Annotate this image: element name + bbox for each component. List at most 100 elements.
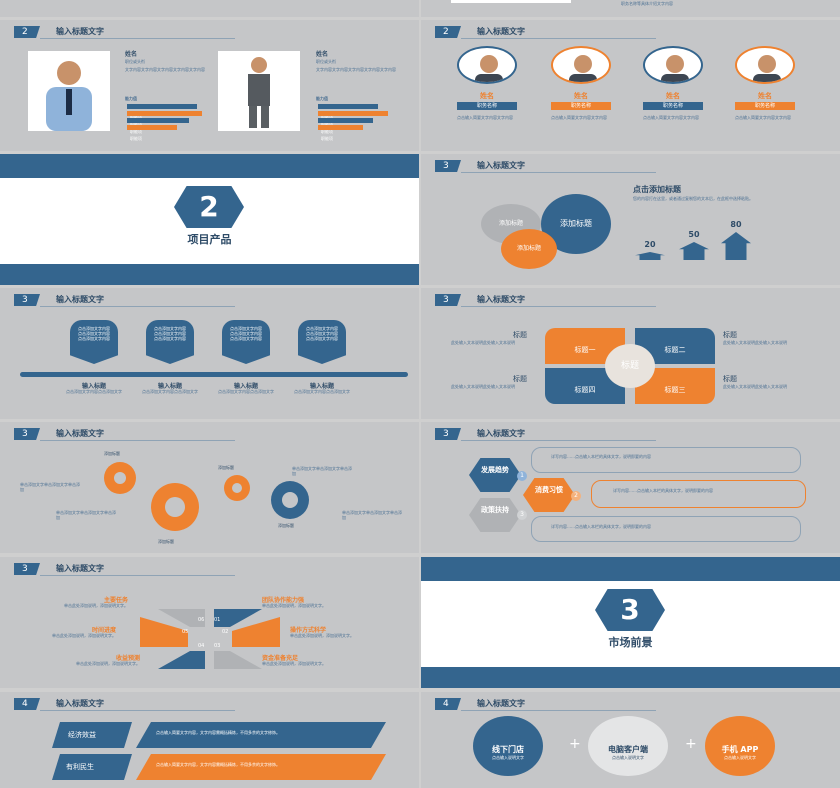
slide-title: 输入标题文字	[56, 27, 104, 36]
factor-title: 主要任务	[103, 597, 128, 604]
tag-title: 输入标题	[309, 383, 334, 390]
factor-text: 单击此处添加说明，添加说明文字。	[76, 661, 140, 666]
skills-label-1: 能力值	[125, 96, 137, 101]
skill-bar: 职能项	[318, 111, 388, 127]
timeline-bar	[20, 372, 408, 377]
gear-side-text-2: 单击添加文字单击添加文字单击添加	[56, 510, 116, 520]
skill-bar: 职能项	[318, 125, 363, 141]
channel-offline: 线下门店点击输入说明文字	[473, 716, 543, 776]
slide-number: 3	[14, 563, 40, 575]
member-desc: 点击输入简要文字内容文字内容	[457, 115, 513, 120]
slide-partial-left[interactable]	[0, 0, 419, 17]
hex-consumption: 消费习惯	[523, 478, 575, 512]
tag-card: 点击添加文字内容点击添加文字内容点击添加文字内容	[70, 320, 118, 364]
plus-sign: +	[569, 736, 581, 752]
profile-role-1: 职位或头衔	[125, 59, 145, 64]
factor-number: 01	[214, 617, 221, 623]
callout-text-2: 详写内容……点击输入本栏的具体文字，说明即要的内容	[613, 488, 713, 493]
side-title-left-bottom: 标题	[513, 375, 527, 383]
slide-number: 4	[14, 698, 40, 710]
slide-growth-chart[interactable]: 3 输入标题文字 点击添加标题 您的内容打在这里，或者通过复制您的文本后，在此框中…	[421, 154, 840, 285]
tag-text: 点击添加文字内容点击添加文字	[294, 389, 350, 394]
chart-desc: 您的内容打在这里，或者通过复制您的文本后，在此框中选择粘贴。	[633, 196, 753, 201]
gear-side-text-3: 单击添加文字单击添加文字单击添加	[292, 466, 352, 476]
slide-number: 2	[435, 26, 461, 38]
slide-number: 3	[435, 160, 461, 172]
plus-sign: +	[685, 736, 697, 752]
factor-title: 操作方式科学	[290, 627, 327, 634]
bottom-band	[0, 264, 419, 285]
slide-title: 输入标题文字	[477, 429, 525, 438]
profile-name-1: 姓名	[125, 51, 138, 58]
growth-value: 80	[730, 220, 742, 229]
benefit-label-2: 有利民生	[52, 754, 132, 780]
slide-section-3[interactable]: 3 市场前景	[421, 557, 840, 688]
factor-text: 单击此处添加说明，添加说明文字。	[52, 633, 116, 638]
partial-caption: 职务名称等具体介绍文字内容	[621, 1, 673, 6]
chart-heading: 点击添加标题	[633, 185, 681, 194]
gear-label-4: 添加标题	[278, 523, 294, 528]
side-text: 此处输入文本说明此处输入文本说明	[723, 384, 787, 389]
member-role: 职务名称	[457, 102, 517, 110]
member-name: 姓名	[666, 92, 680, 100]
section-title: 项目产品	[187, 233, 232, 246]
factor-title: 收益预测	[115, 655, 140, 662]
factor-number: 05	[182, 629, 189, 635]
slide-title: 输入标题文字	[56, 699, 104, 708]
factor-text: 单击此处添加说明，添加说明文字。	[262, 603, 326, 608]
callout-text-3: 详写内容……点击输入本栏的具体文字，说明即要的内容	[551, 524, 651, 529]
skill-bar: 职能项	[318, 118, 373, 134]
tag-title: 输入标题	[81, 383, 106, 390]
section-number-hex: 3	[595, 589, 665, 631]
channel-pc: 电脑客户端点击输入说明文字	[588, 716, 668, 776]
quad-center: 标题	[605, 344, 655, 388]
section-number-hex: 2	[174, 186, 244, 228]
member-name: 姓名	[480, 92, 494, 100]
member-role: 职务名称	[735, 102, 795, 110]
growth-value: 20	[644, 240, 656, 249]
member-desc: 点击输入简要文字内容文字内容	[643, 115, 699, 120]
gears-graphic	[104, 462, 309, 531]
skill-bar: 职能项	[127, 125, 177, 141]
side-text: 此处输入文本说明此处输入文本说明	[451, 340, 515, 345]
slide-partial-right[interactable]: 职务名称等具体介绍文字内容	[421, 0, 840, 17]
badge-1: 1	[517, 471, 527, 481]
factor-title: 团队协作能力强	[262, 597, 305, 604]
profile-photo-1	[28, 51, 110, 131]
slide-number: 3	[14, 294, 40, 306]
skill-bar: 职能项	[127, 111, 202, 127]
slide-number: 2	[14, 26, 40, 38]
member-desc: 点击输入简要文字内容文字内容	[551, 115, 607, 120]
badge-2: 2	[571, 491, 581, 501]
slide-title: 输入标题文字	[56, 564, 104, 573]
hex-policy: 政策扶持	[469, 498, 521, 532]
slide-title: 输入标题文字	[477, 161, 525, 170]
factor-text: 单击此处添加说明，添加说明文字。	[64, 603, 128, 608]
growth-bar	[721, 232, 751, 260]
slide-section-2[interactable]: 2 项目产品	[0, 154, 419, 285]
white-bar	[451, 0, 571, 3]
profile-role-2: 职位或头衔	[316, 59, 336, 64]
profile-photo-2	[218, 51, 300, 131]
slide-title: 输入标题文字	[477, 699, 525, 708]
factor-text: 单击此处添加说明，添加说明文字。	[262, 661, 326, 666]
side-text: 此处输入文本说明此处输入文本说明	[451, 384, 515, 389]
petal-graphic	[140, 609, 280, 669]
gear-side-text-1: 单击添加文字单击添加文字单击添加	[20, 482, 80, 492]
factor-title: 时间进度	[91, 627, 116, 634]
section-title: 市场前景	[608, 636, 653, 649]
benefit-bar-2: 点击输入简要文字内容，文字内容需概括精炼，不用多余的文字修饰。	[136, 754, 386, 780]
slide-title: 输入标题文字	[56, 429, 104, 438]
member-name: 姓名	[758, 92, 772, 100]
callout-box-1	[531, 447, 801, 473]
